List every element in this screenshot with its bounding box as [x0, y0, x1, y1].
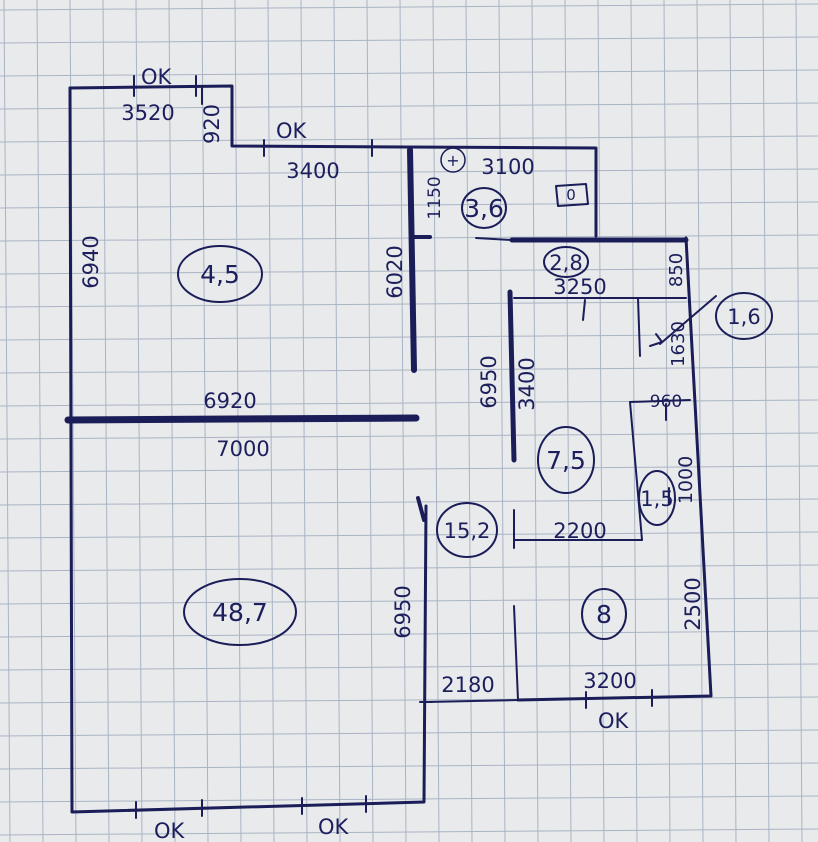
dimension-label: 920 [200, 104, 224, 144]
window-labels: OK OK OK OK OK [141, 65, 630, 842]
room-area-label: 0 [566, 186, 576, 204]
window-label-bottom-middle: OK [318, 815, 350, 839]
dimension-label: 6950 [477, 355, 501, 408]
outer-walls [68, 84, 713, 814]
dimension-label: 1630 [668, 321, 689, 367]
room-area-label: 4,5 [200, 260, 240, 289]
room-area-label: 8 [596, 600, 612, 629]
dimension-label: 6950 [391, 585, 415, 638]
room-area-label: 1,5 [640, 487, 673, 511]
dimension-label: 1000 [675, 456, 697, 504]
window-label-top-left: OK [141, 65, 173, 89]
dimension-label: 3250 [553, 275, 606, 299]
dimension-label: 2500 [681, 577, 705, 630]
room-labels: 4,5 48,7 3,6 2,8 1,6 7,5 1,5 15,2 8 0 + [200, 151, 761, 629]
dimension-label: 1150 [425, 176, 445, 219]
dimension-label: 3400 [515, 357, 539, 410]
dimension-label: 6920 [203, 389, 256, 413]
interior-walls [64, 147, 689, 463]
window-label-bottom-left: OK [154, 819, 186, 842]
dimension-label: 2180 [441, 673, 494, 697]
room-area-label: 15,2 [444, 519, 491, 543]
dimension-label: 3100 [481, 155, 534, 179]
dimension-labels-vertical: 920 6940 6020 1150 850 1630 6950 3400 10… [79, 104, 705, 639]
dimension-label: 3200 [583, 669, 636, 693]
partitions [513, 183, 691, 701]
dimension-label: 3520 [121, 101, 174, 125]
tick-marks [133, 75, 717, 819]
window-label-bottom-right: OK [598, 709, 630, 733]
room-area-label: 2,8 [549, 251, 582, 275]
window-label-top-middle: OK [276, 119, 308, 143]
room-area-label: 3,6 [464, 194, 504, 223]
dimension-labels-horizontal: 3520 3400 6920 7000 3100 3250 960 2200 2… [121, 101, 682, 697]
dimension-label: 3400 [286, 159, 339, 183]
room-circles [177, 147, 773, 646]
dimension-label: 2200 [553, 519, 606, 543]
room-area-label: 48,7 [212, 598, 268, 627]
dimension-label: 6020 [383, 245, 407, 298]
plus-mark: + [446, 151, 459, 170]
room-area-label: 7,5 [546, 446, 586, 475]
dimension-label: 960 [650, 392, 682, 412]
dimension-label: 850 [666, 253, 687, 287]
room-area-label: 1,6 [727, 305, 760, 329]
dimension-label: 7000 [216, 437, 269, 461]
dimension-label: 6940 [79, 235, 103, 288]
